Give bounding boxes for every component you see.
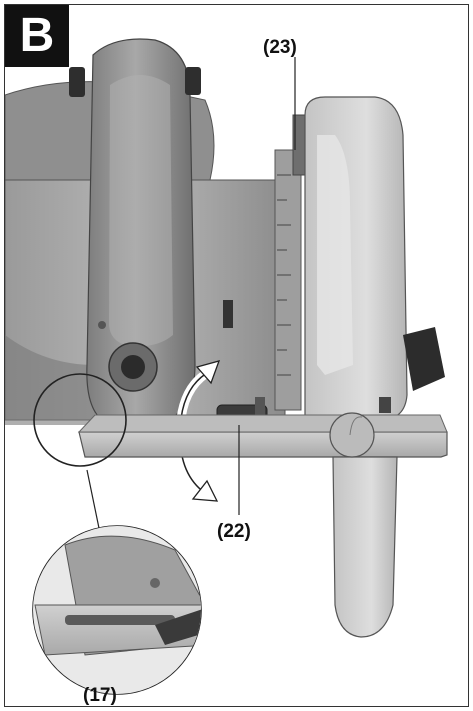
lower-blade-guard — [329, 412, 398, 638]
saw-handle — [69, 38, 201, 426]
circular-saw-illustration — [5, 38, 448, 695]
detail-marker-circle — [33, 373, 127, 467]
depth-knob — [98, 321, 158, 392]
callout-23: (23) — [263, 37, 297, 58]
callout-17: (17) — [83, 685, 117, 706]
blade-guard — [304, 96, 445, 421]
figure-letter-badge: B — [5, 5, 69, 67]
base-plate — [77, 414, 448, 458]
depth-scale — [223, 114, 308, 411]
callout-22: (22) — [217, 521, 251, 542]
figure-frame: B — [4, 4, 469, 707]
zoom-detail — [32, 525, 202, 695]
